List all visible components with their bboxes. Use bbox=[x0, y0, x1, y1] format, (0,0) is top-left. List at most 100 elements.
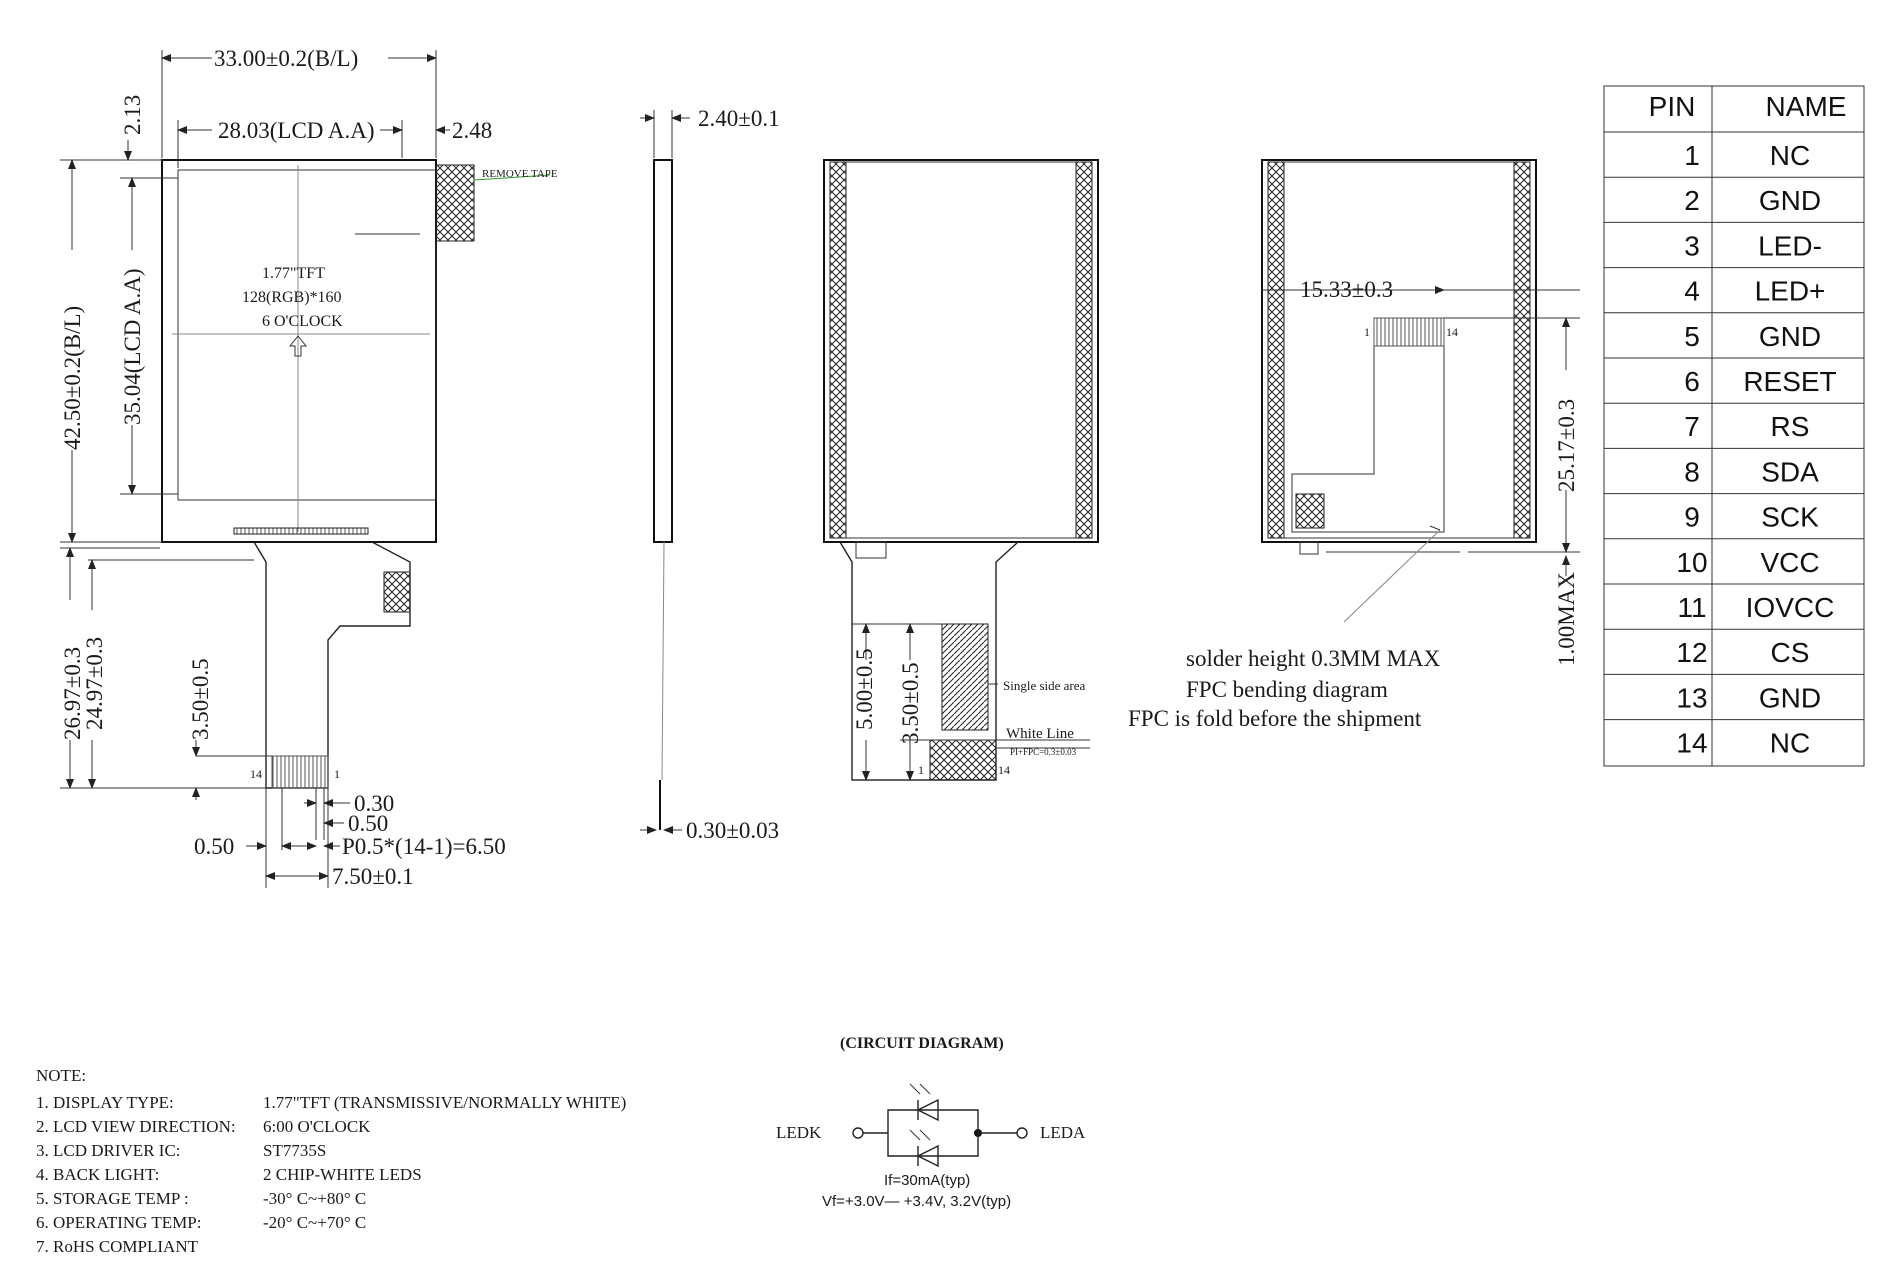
dim-thickness: 2.40±0.1 bbox=[698, 106, 780, 131]
pin-name: SCK bbox=[1761, 502, 1819, 533]
pin-name: IOVCC bbox=[1746, 592, 1835, 623]
white-line-label: White Line bbox=[1006, 726, 1074, 742]
note-rows: 1. DISPLAY TYPE: 1.77"TFT (TRANSMISSIVE/N… bbox=[36, 1093, 626, 1256]
pi-fpc-label: PI+FPC=0.3±0.03 bbox=[1010, 747, 1077, 757]
pin-number: 1 bbox=[1684, 140, 1700, 171]
bend-note-2: FPC bending diagram bbox=[1186, 677, 1388, 702]
fpc-pin-14: 14 bbox=[250, 767, 262, 781]
back-view: Single side area White Line PI+FPC=0.3±0… bbox=[823, 159, 1099, 781]
notes-title: NOTE: bbox=[36, 1066, 86, 1085]
pin-header: PIN bbox=[1649, 91, 1696, 122]
notes: NOTE: 1. DISPLAY TYPE: 1.77"TFT (TRANSMIS… bbox=[36, 1066, 626, 1256]
back-pin-14: 14 bbox=[998, 763, 1010, 777]
note-label: 3. LCD DRIVER IC: bbox=[36, 1141, 181, 1160]
circuit-diagram: (CIRCUIT DIAGRAM) LEDK LEDA If=30mA(typ)… bbox=[776, 1035, 1086, 1210]
leda-label: LEDA bbox=[1040, 1123, 1086, 1142]
note-value: 1.77"TFT (TRANSMISSIVE/NORMALLY WHITE) bbox=[263, 1093, 626, 1112]
pin-number: 3 bbox=[1684, 230, 1700, 261]
fpc-pin-1: 1 bbox=[334, 767, 340, 781]
name-header: NAME bbox=[1766, 91, 1847, 122]
pin-name: GND bbox=[1759, 321, 1821, 352]
pin-number: 2 bbox=[1684, 185, 1700, 216]
dim-left-margin: 0.50 bbox=[194, 834, 234, 859]
pin-number: 14 bbox=[1676, 728, 1707, 759]
pin-number: 4 bbox=[1684, 276, 1700, 307]
dim-bend-height: 25.17±0.3 bbox=[1554, 399, 1579, 492]
pin-name: GND bbox=[1759, 682, 1821, 713]
pin-name: LED- bbox=[1758, 230, 1822, 261]
ledk-label: LEDK bbox=[776, 1123, 822, 1142]
note-label: 2. LCD VIEW DIRECTION: bbox=[36, 1117, 236, 1136]
dim-pitch: P0.5*(14-1)=6.50 bbox=[342, 834, 506, 859]
back-outline bbox=[823, 159, 1099, 543]
pin-number: 6 bbox=[1684, 366, 1700, 397]
bend-pin-14: 14 bbox=[1446, 325, 1458, 339]
led-1-icon bbox=[916, 1098, 939, 1122]
center-label-3: 6 O'CLOCK bbox=[262, 313, 343, 330]
current-label: If=30mA(typ) bbox=[884, 1172, 970, 1189]
dim-lcd-width: 28.03(LCD A.A) bbox=[218, 118, 375, 143]
pin-number: 5 bbox=[1684, 321, 1700, 352]
dim-fpc-width: 7.50±0.1 bbox=[332, 864, 414, 889]
pin-number: 11 bbox=[1677, 592, 1706, 623]
note-label: 1. DISPLAY TYPE: bbox=[36, 1093, 174, 1112]
dim-fpc-tail: 3.50±0.5 bbox=[188, 658, 213, 740]
pin-name: RS bbox=[1771, 411, 1810, 442]
dim-pad-width: 0.30 bbox=[354, 791, 394, 816]
dim-bend-offset: 15.33±0.3 bbox=[1300, 277, 1393, 302]
dim-back-area: 5.00±0.5 bbox=[852, 648, 877, 730]
module-outline bbox=[161, 159, 437, 543]
dim-fpc-thickness: 0.30±0.03 bbox=[686, 818, 779, 843]
pin-number: 13 bbox=[1676, 682, 1707, 713]
note-value: ST7735S bbox=[263, 1141, 326, 1160]
center-label-1: 1.77"TFT bbox=[262, 265, 325, 282]
pin-name: SDA bbox=[1761, 456, 1819, 487]
dim-lcd-height: 35.04(LCD A.A) bbox=[120, 268, 145, 425]
back-pin-1: 1 bbox=[918, 763, 924, 777]
dim-right-offset: 2.48 bbox=[452, 118, 492, 143]
note-value: -30° C~+80° C bbox=[263, 1189, 366, 1208]
pin-number: 9 bbox=[1684, 502, 1700, 533]
pin-name: CS bbox=[1771, 637, 1810, 668]
bend-outline bbox=[1261, 159, 1537, 543]
up-arrow-icon bbox=[288, 335, 308, 357]
pin-number: 10 bbox=[1676, 547, 1707, 578]
single-side-area-label: Single side area bbox=[1003, 678, 1086, 693]
dim-fpc-length-2: 24.97±0.3 bbox=[82, 637, 107, 730]
bend-note-3: FPC is fold before the shipment bbox=[1128, 706, 1422, 731]
pin-name: LED+ bbox=[1755, 276, 1826, 307]
side-view: 2.40±0.1 0.30±0.03 bbox=[640, 106, 780, 843]
dim-bend-max: 1.00MAX bbox=[1554, 572, 1579, 666]
pin-name: RESET bbox=[1743, 366, 1836, 397]
front-view: REMOVE TAPE 1.77"TFT 128(RGB)*160 6 O'CL… bbox=[60, 46, 558, 889]
circuit-title: (CIRCUIT DIAGRAM) bbox=[840, 1035, 1004, 1052]
center-label-2: 128(RGB)*160 bbox=[242, 289, 342, 306]
note-label: 6. OPERATING TEMP: bbox=[36, 1213, 201, 1232]
pin-number: 7 bbox=[1684, 411, 1700, 442]
pin-number: 12 bbox=[1676, 637, 1707, 668]
bend-pin-1: 1 bbox=[1364, 325, 1370, 339]
remove-tape-label: REMOVE TAPE bbox=[482, 168, 558, 180]
dim-back-tail: 3.50±0.5 bbox=[898, 662, 923, 744]
bend-note-1: solder height 0.3MM MAX bbox=[1186, 646, 1441, 671]
led-2-icon bbox=[916, 1144, 939, 1168]
ledk-terminal bbox=[852, 1127, 864, 1139]
side-profile bbox=[653, 159, 673, 543]
pin-name: NC bbox=[1770, 728, 1810, 759]
note-value: -20° C~+70° C bbox=[263, 1213, 366, 1232]
pin-name: GND bbox=[1759, 185, 1821, 216]
pin-name: VCC bbox=[1760, 547, 1819, 578]
voltage-label: Vf=+3.0V— +3.4V, 3.2V(typ) bbox=[822, 1193, 1011, 1210]
dim-pad-gap: 0.50 bbox=[348, 811, 388, 836]
remove-tape-hatch bbox=[435, 164, 475, 242]
note-value: 6:00 O'CLOCK bbox=[263, 1117, 371, 1136]
note-label: 4. BACK LIGHT: bbox=[36, 1165, 159, 1184]
note-value: 2 CHIP-WHITE LEDS bbox=[263, 1165, 422, 1184]
bend-view: 1 14 15.33±0.3 25.17±0.3 1.00MAX solder … bbox=[1128, 159, 1580, 731]
pin-number: 8 bbox=[1684, 456, 1700, 487]
active-area bbox=[177, 169, 437, 501]
dim-top-offset: 2.13 bbox=[120, 95, 145, 135]
